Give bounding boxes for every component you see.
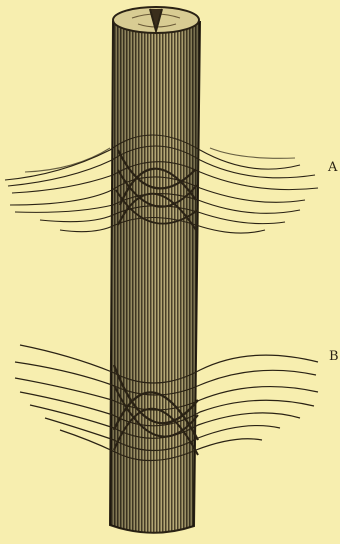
- label-a: A: [328, 160, 337, 175]
- label-b: B: [329, 349, 339, 364]
